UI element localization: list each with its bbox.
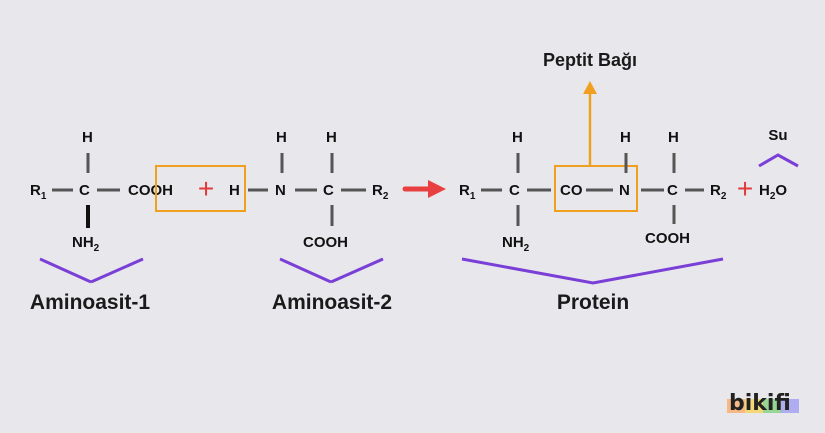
h-atom: H [326, 129, 337, 146]
r2-atom: R2 [372, 182, 389, 202]
nh2-group: NH2 [72, 234, 100, 254]
brace [279, 257, 332, 284]
arrow-up-icon [583, 81, 597, 166]
bikifi-logo: bikifi [727, 391, 799, 416]
plus-sign: + [198, 173, 214, 204]
n-atom: N [275, 182, 286, 199]
alpha-carbon: C [323, 182, 334, 199]
h-atom: H [276, 129, 287, 146]
brace [90, 257, 144, 284]
r1-atom: R1 [30, 182, 47, 202]
cooh-group: COOH [128, 182, 173, 199]
water-molecule: H2O [759, 182, 787, 202]
amino-acid-2: H N H C H R2 COOH Aminoasit-2 [229, 129, 392, 314]
h-atom: H [620, 129, 631, 146]
co-group: CO [560, 182, 583, 199]
amino-acid-1: R1 C H NH2 COOH Aminoasit-1 [30, 129, 173, 314]
peptide-bond-box [554, 165, 638, 212]
label-su: Su [768, 127, 787, 144]
cooh-group: COOH [645, 230, 690, 247]
logo-text: bikifi [729, 391, 791, 416]
brace [461, 257, 724, 285]
label-aminoasit-2: Aminoasit-2 [272, 291, 392, 314]
h-atom: H [668, 129, 679, 146]
r1-atom: R1 [459, 182, 476, 202]
brace [330, 257, 384, 284]
label-protein: Protein [557, 291, 629, 314]
nh2-group: NH2 [502, 234, 530, 254]
alpha-carbon: C [79, 182, 90, 199]
h-atom: H [512, 129, 523, 146]
h-atom: H [229, 182, 240, 199]
brace [39, 257, 92, 284]
label-aminoasit-1: Aminoasit-1 [30, 291, 151, 314]
alpha-carbon: C [667, 182, 678, 199]
r2-atom: R2 [710, 182, 727, 202]
cooh-group: COOH [303, 234, 348, 251]
reaction-arrow-icon [402, 180, 446, 198]
n-atom: N [619, 182, 630, 199]
alpha-carbon: C [509, 182, 520, 199]
water-forming-box [155, 165, 246, 212]
plus-sign: + [737, 173, 753, 204]
h-atom: H [82, 129, 93, 146]
brace [758, 153, 799, 168]
label-peptit-bagi: Peptit Bağı [543, 50, 637, 70]
protein: R1 C H NH2 CO N H C H COOH R2 Protein [459, 129, 727, 314]
